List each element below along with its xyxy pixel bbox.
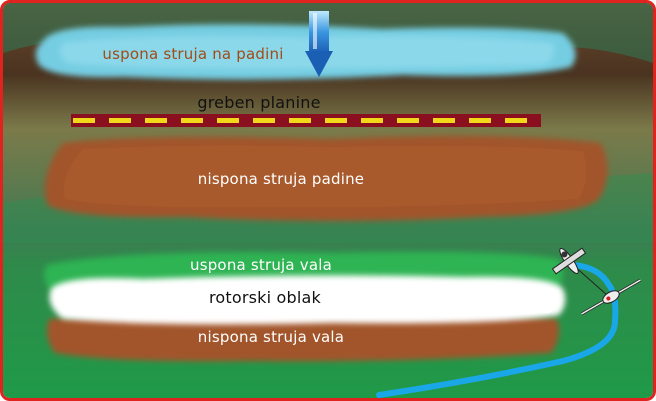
updraft-wave-label: uspona struja vala — [189, 256, 333, 274]
diagram-background — [3, 3, 653, 398]
glider-icon — [580, 278, 642, 316]
downdraft-slope-band — [45, 135, 608, 221]
rotor-cloud — [49, 275, 566, 325]
rotor-cloud-label: rotorski oblak — [208, 288, 322, 307]
downdraft-wave-band — [47, 313, 559, 362]
ridge-line — [71, 114, 541, 127]
flight-path — [376, 262, 619, 398]
tow-rope — [572, 264, 608, 296]
downdraft-slope-label: nispona struja padine — [197, 170, 365, 188]
towplane-icon — [551, 247, 587, 275]
updraft-slope-label: uspona struja na padini — [102, 45, 284, 63]
downdraft-wave-label: nispona struja vala — [197, 328, 345, 346]
down-arrow-icon — [305, 11, 333, 77]
ridge-label: greben planine — [197, 93, 321, 112]
